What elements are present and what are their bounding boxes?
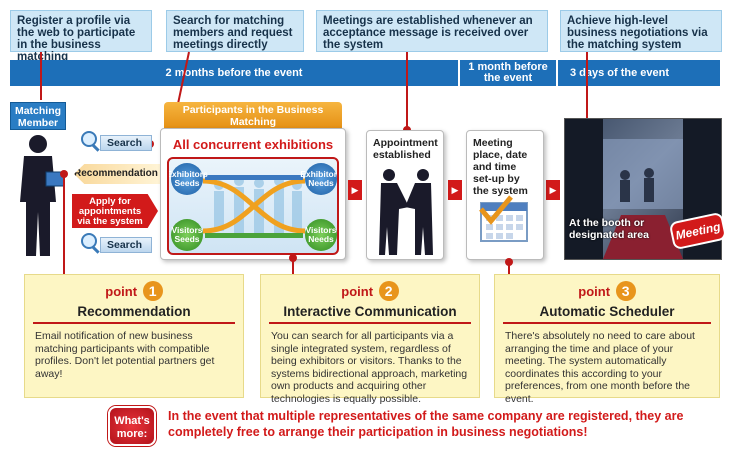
apply-arrow: Apply for appointments via the system <box>72 194 158 228</box>
timeline-2-months: 2 months before the event <box>10 60 458 86</box>
meeting-photo: At the booth or designated area Meeting <box>564 118 728 260</box>
exhibitors-seeds-node: Exhibitors Seeds <box>169 163 208 195</box>
handshake-icon <box>379 169 433 255</box>
crowd-illustration <box>202 175 306 238</box>
whats-more-badge: What's more: <box>108 406 156 446</box>
member-label: Matching Member <box>10 102 66 130</box>
exhibitors-needs-node: Exhibitors Needs <box>300 163 337 195</box>
calendar-check-icon <box>479 195 528 242</box>
callout-achieve: Achieve high-level business negotiations… <box>560 10 722 52</box>
timeline-3-days: 3 days of the event <box>558 60 720 86</box>
point-3-text: There's absolutely no need to care about… <box>505 330 695 405</box>
participants-tab: Participants in the Business Matching <box>164 102 342 130</box>
point-1-text: Email notification of new business match… <box>35 330 215 380</box>
connector-4 <box>586 52 588 142</box>
point-box-3: point 3 Automatic Scheduler There's abso… <box>494 274 720 405</box>
connector-point-1 <box>63 172 65 276</box>
point-box-2: point 2 Interactive Communication You ca… <box>260 274 480 405</box>
scheduler-card: Meeting place, date and time set-up by t… <box>466 130 544 260</box>
whats-more-text: In the event that multiple representativ… <box>168 409 684 439</box>
connector-3 <box>406 52 408 130</box>
point-1-number: 1 <box>142 281 163 301</box>
flow-arrow-2: ▶ <box>448 180 462 200</box>
appointment-label: Appointment established <box>373 137 438 161</box>
connector-1 <box>40 52 42 100</box>
magnifier-icon <box>81 131 100 152</box>
callout-register: Register a profile via the web to partic… <box>10 10 152 63</box>
connector-point-3 <box>508 262 510 276</box>
timeline-1-month: 1 month before the event <box>460 60 556 86</box>
point-2-title: Interactive Communication <box>269 304 471 324</box>
search-action-2: Search <box>80 233 152 256</box>
point-1-title: Recommendation <box>33 304 235 324</box>
flow-arrow-3: ▶ <box>546 180 560 200</box>
matching-area: Exhibitors Seeds Exhibitors Needs Visito… <box>167 157 339 255</box>
connector-dot-point-3 <box>505 258 513 266</box>
businessman-icon <box>20 135 65 256</box>
point-2-head: point 2 <box>261 281 479 301</box>
connector-dot-point-2 <box>289 254 297 262</box>
meeting-caption: At the booth or designated area <box>569 217 649 241</box>
connector-point-2 <box>292 258 294 276</box>
point-3-head: point 3 <box>495 281 719 301</box>
participants-panel: All concurrent exhibitions Exhibitors Se… <box>160 128 346 260</box>
search-action: Search <box>80 131 152 154</box>
participants-title: All concurrent exhibitions <box>172 137 334 152</box>
visitors-seeds-node: Visitors Seeds <box>171 219 203 251</box>
magnifier-icon-2 <box>81 233 100 254</box>
point-2-number: 2 <box>378 281 399 301</box>
recommendation-arrow: Recommendation <box>74 164 160 184</box>
scheduler-label: Meeting place, date and time set-up by t… <box>473 137 528 197</box>
visitors-needs-node: Visitors Needs <box>305 219 337 251</box>
point-1-head: point 1 <box>25 281 243 301</box>
callout-search-request: Search for matching members and request … <box>166 10 304 52</box>
point-3-title: Automatic Scheduler <box>503 304 711 324</box>
point-2-text: You can search for all participants via … <box>271 330 468 405</box>
point-box-1: point 1 Recommendation Email notificatio… <box>24 274 244 398</box>
point-3-number: 3 <box>615 281 636 301</box>
flow-arrow-1: ▶ <box>348 180 362 200</box>
appointment-card: Appointment established <box>366 130 444 260</box>
callout-meetings-established: Meetings are established whenever an acc… <box>316 10 548 52</box>
